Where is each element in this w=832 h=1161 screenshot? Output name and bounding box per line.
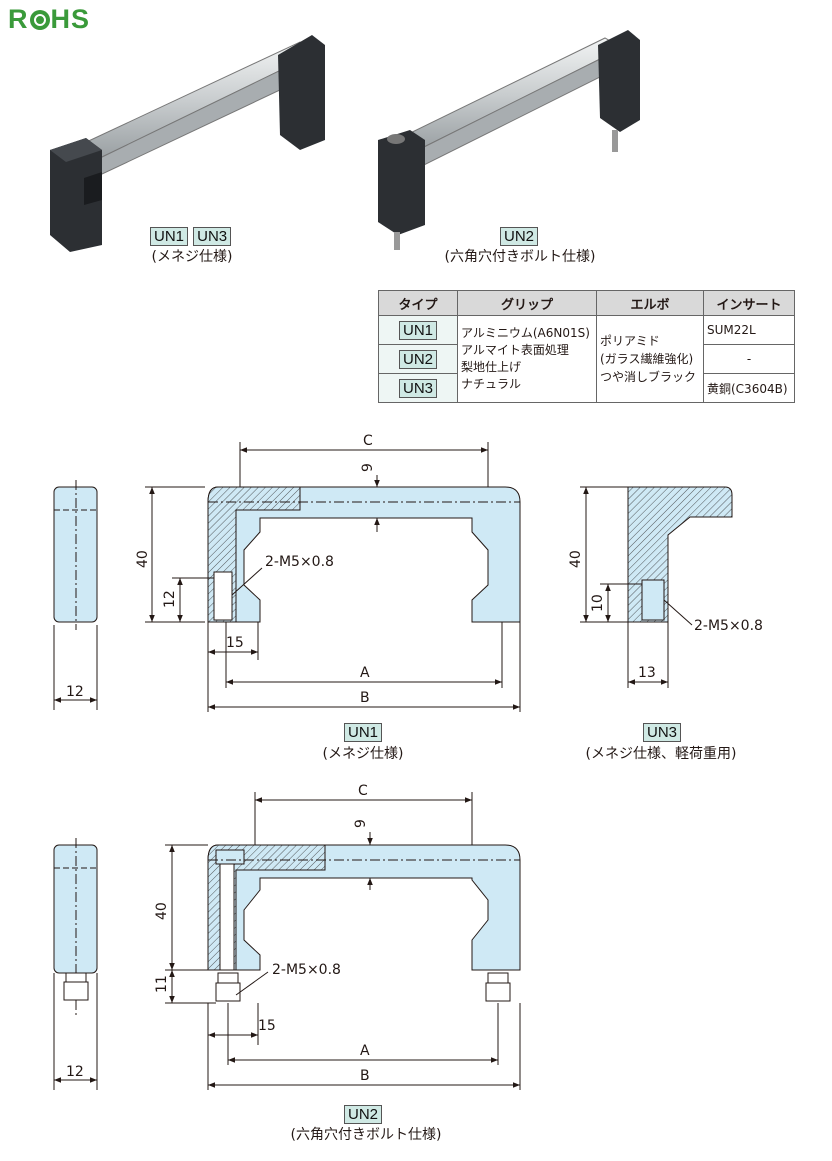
insert-cell: 黄銅(C3604B): [703, 373, 795, 403]
un2-drawing-caption: (六角穴付きボルト仕様): [290, 1127, 442, 1143]
un3-dim-thread: 2-M5×0.8: [694, 618, 763, 634]
un1-drawing-caption: (メネジ仕様): [322, 746, 404, 762]
un2-dim-15: 15: [258, 1018, 276, 1034]
photo-right-tag: UN2: [500, 226, 539, 246]
un3-drawing-tag: UN3: [643, 722, 682, 742]
un1-side-view: [53, 480, 98, 710]
handle-un1-image: [50, 35, 325, 252]
dimension-labels: C 9 40 12 2-M5×0.8 15 A B 12 40 10 2-M5×…: [66, 433, 763, 1084]
grip-cell: アルミニウム(A6N01S) アルマイト表面処理 梨地仕上げ ナチュラル: [457, 315, 597, 403]
un3-dim-10: 10: [590, 594, 606, 612]
un2-dim-40: 40: [154, 902, 170, 920]
table-row: UN1 アルミニウム(A6N01S) アルマイト表面処理 梨地仕上げ ナチュラル…: [378, 315, 795, 403]
un2-dim-9: 9: [353, 819, 369, 828]
table-header-row: タイプ グリップ エルボ インサート: [378, 290, 795, 316]
un1-drawing-tag: UN1: [344, 722, 383, 742]
un2-dim-c: C: [358, 783, 368, 799]
header-elbow: エルボ: [596, 290, 704, 316]
un2-dim-11: 11: [154, 975, 170, 993]
header-grip: グリップ: [457, 290, 597, 316]
header-type: タイプ: [378, 290, 458, 316]
un1-dim-thread: 2-M5×0.8: [265, 554, 334, 570]
un1-front-view: [145, 442, 521, 712]
un2-front-view: [165, 792, 521, 1090]
un2-dim-a: A: [360, 1043, 370, 1059]
type-cell: UN3: [378, 373, 458, 403]
photo-left-caption: (メネジ仕様): [151, 249, 233, 265]
un2-drawing-tag: UN2: [344, 1104, 383, 1124]
photo-left-tags: UN1 UN3: [150, 226, 232, 246]
type-tag-un1: UN1: [150, 227, 189, 246]
table-row: UN3 黄銅(C3604B): [378, 373, 795, 403]
un1-dim-9: 9: [360, 463, 376, 472]
un2-dim-width: 12: [66, 1064, 84, 1080]
elbow-cell: ポリアミド (ガラス繊維強化) つや消しブラック: [596, 315, 704, 403]
technical-drawings: C 9 40 12 2-M5×0.8 15 A B 12 40 10 2-M5×…: [53, 433, 763, 1090]
un2-dim-b: B: [360, 1068, 370, 1084]
un1-dim-c: C: [363, 433, 373, 449]
insert-cell: -: [703, 344, 795, 374]
un2-side-view: [53, 838, 98, 1090]
header-insert: インサート: [703, 290, 795, 316]
un1-dim-a: A: [360, 665, 370, 681]
type-tag-un3: UN3: [193, 227, 232, 246]
un1-dim-b: B: [360, 690, 370, 706]
insert-cell: SUM22L: [703, 315, 795, 345]
un1-dim-12h: 12: [162, 590, 178, 608]
un3-dim-13: 13: [638, 665, 656, 681]
spec-table: タイプ グリップ エルボ インサート UN1 アルミニウム(A6N01S) アル…: [378, 290, 795, 403]
un1-dim-40: 40: [135, 550, 151, 568]
un3-drawing-caption: (メネジ仕様、軽荷重用): [585, 746, 737, 762]
un1-dim-width: 12: [66, 684, 84, 700]
type-cell: UN2: [378, 344, 458, 374]
photo-right-caption: (六角穴付きボルト仕様): [444, 249, 596, 265]
globe-icon: [29, 10, 50, 30]
un3-section-view: [580, 486, 733, 688]
type-cell: UN1: [378, 315, 458, 345]
un3-dim-40: 40: [568, 550, 584, 568]
un2-dim-thread: 2-M5×0.8: [272, 962, 341, 978]
product-photos: [50, 30, 640, 252]
handle-un2-image: [378, 30, 640, 250]
type-tag-un2: UN2: [500, 227, 539, 246]
un1-dim-15: 15: [226, 635, 244, 651]
